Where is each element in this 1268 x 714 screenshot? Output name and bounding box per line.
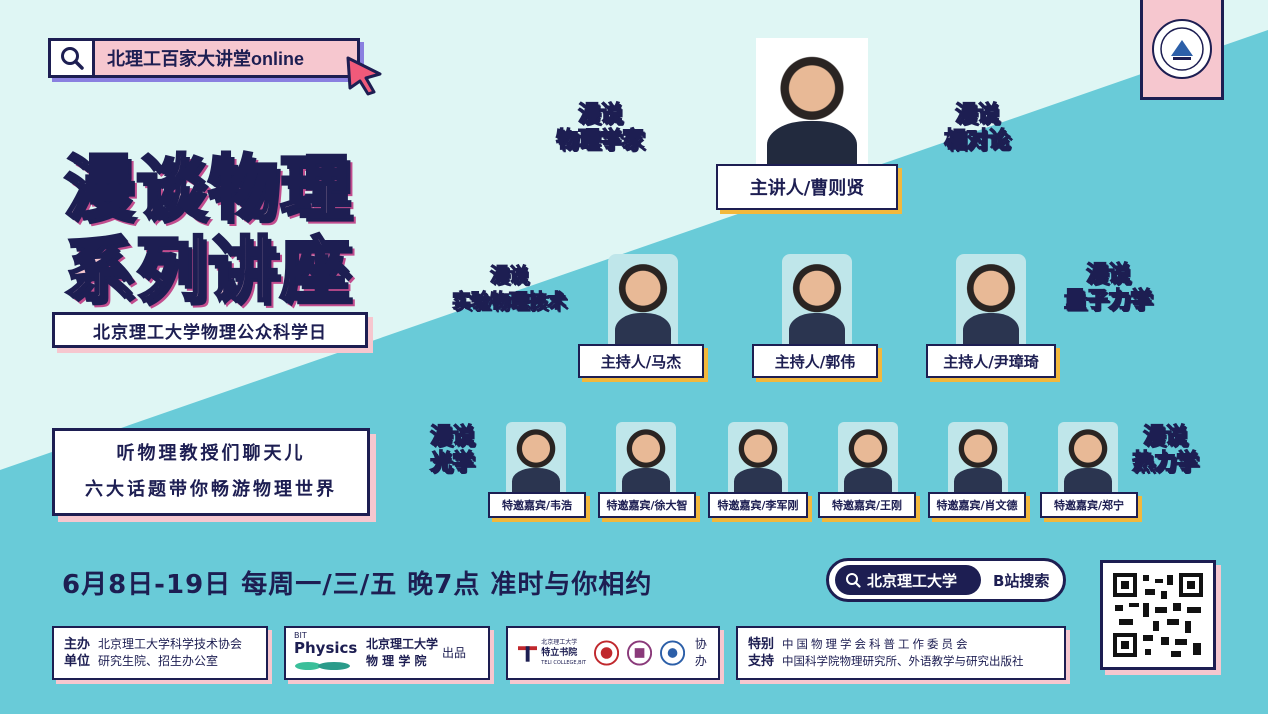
- bilibili-action[interactable]: B站搜索: [993, 571, 1050, 590]
- university-logo: [1140, 0, 1224, 100]
- subtitle: 北京理工大学物理公众科学日: [52, 312, 368, 348]
- host-photo-2: [782, 254, 852, 344]
- guest-label-3: 特邀嘉宾/李军刚: [708, 492, 808, 518]
- bilibili-search[interactable]: 北京理工大学 B站搜索: [826, 558, 1066, 602]
- topic-relativity: 漫说相对论: [943, 101, 1011, 153]
- cursor-icon: [346, 56, 382, 96]
- guest-photo-4: [838, 422, 898, 492]
- footer-co-organizer: 北京理工大学 特立书院 TELI COLLEGE,BIT 协办: [506, 626, 720, 680]
- search-bar[interactable]: 北理工百家大讲堂online: [48, 38, 360, 78]
- search-icon: [846, 573, 861, 588]
- topic-quantum: 漫说量子力学: [1063, 261, 1153, 313]
- slogan-line-2: 六大话题带你畅游物理世界: [85, 479, 337, 500]
- teli-logo: [518, 646, 538, 662]
- host-photo-1: [608, 254, 678, 344]
- guest-photo-2: [616, 422, 676, 492]
- guest-label-5: 特邀嘉宾/肖文德: [928, 492, 1026, 518]
- bilibili-query[interactable]: 北京理工大学: [835, 565, 981, 595]
- schedule-text: 6月8日-19日 每周一/三/五 晚7点 准时与你相约: [62, 570, 653, 600]
- partner-logo-1: [593, 640, 619, 666]
- bilibili-query-text: 北京理工大学: [867, 571, 958, 590]
- title-line-2: 系列讲座: [63, 228, 352, 313]
- guest-photo-1: [506, 422, 566, 492]
- host-label-3: 主持人/尹璋琦: [926, 344, 1056, 378]
- qr-code: [1100, 560, 1216, 670]
- footer-organizer: 主办单位 北京理工大学科学技术协会研究生院、招生办公室: [52, 626, 268, 680]
- physics-logo: BIT Physics: [286, 631, 366, 675]
- topic-experimental: 漫说实验物理技术: [451, 263, 567, 312]
- search-bar-text: 北理工百家大讲堂online: [107, 49, 304, 69]
- host-label-2: 主持人/郭伟: [752, 344, 878, 378]
- host-photo-3: [956, 254, 1026, 344]
- topic-optics: 漫说光学: [429, 423, 475, 475]
- slogan-box: 听物理教授们聊天儿 六大话题带你畅游物理世界: [52, 428, 370, 516]
- slogan-line-1: 听物理教授们聊天儿: [116, 443, 306, 464]
- partner-logo-3: [659, 640, 685, 666]
- guest-label-4: 特邀嘉宾/王刚: [818, 492, 916, 518]
- footer-producer: BIT Physics 北京理工大学物 理 学 院 出品: [284, 626, 490, 680]
- guest-photo-3: [728, 422, 788, 492]
- guest-photo-6: [1058, 422, 1118, 492]
- topic-physicists: 漫说物理学家: [555, 101, 645, 153]
- main-speaker-photo: [756, 38, 868, 164]
- host-label-1: 主持人/马杰: [578, 344, 704, 378]
- guest-label-1: 特邀嘉宾/韦浩: [488, 492, 586, 518]
- partner-logo-2: [626, 640, 652, 666]
- topic-thermo: 漫说热力学: [1131, 423, 1199, 475]
- title-line-1: 漫谈物理: [63, 146, 352, 231]
- guest-photo-5: [948, 422, 1008, 492]
- guest-label-2: 特邀嘉宾/徐大智: [598, 492, 696, 518]
- footer-support: 特别支持 中国物理学会科普工作委员会中国科学院物理研究所、外语教学与研究出版社: [736, 626, 1066, 680]
- main-speaker-label: 主讲人/曹则贤: [716, 164, 898, 210]
- search-icon: [51, 41, 95, 75]
- guest-label-6: 特邀嘉宾/郑宁: [1040, 492, 1138, 518]
